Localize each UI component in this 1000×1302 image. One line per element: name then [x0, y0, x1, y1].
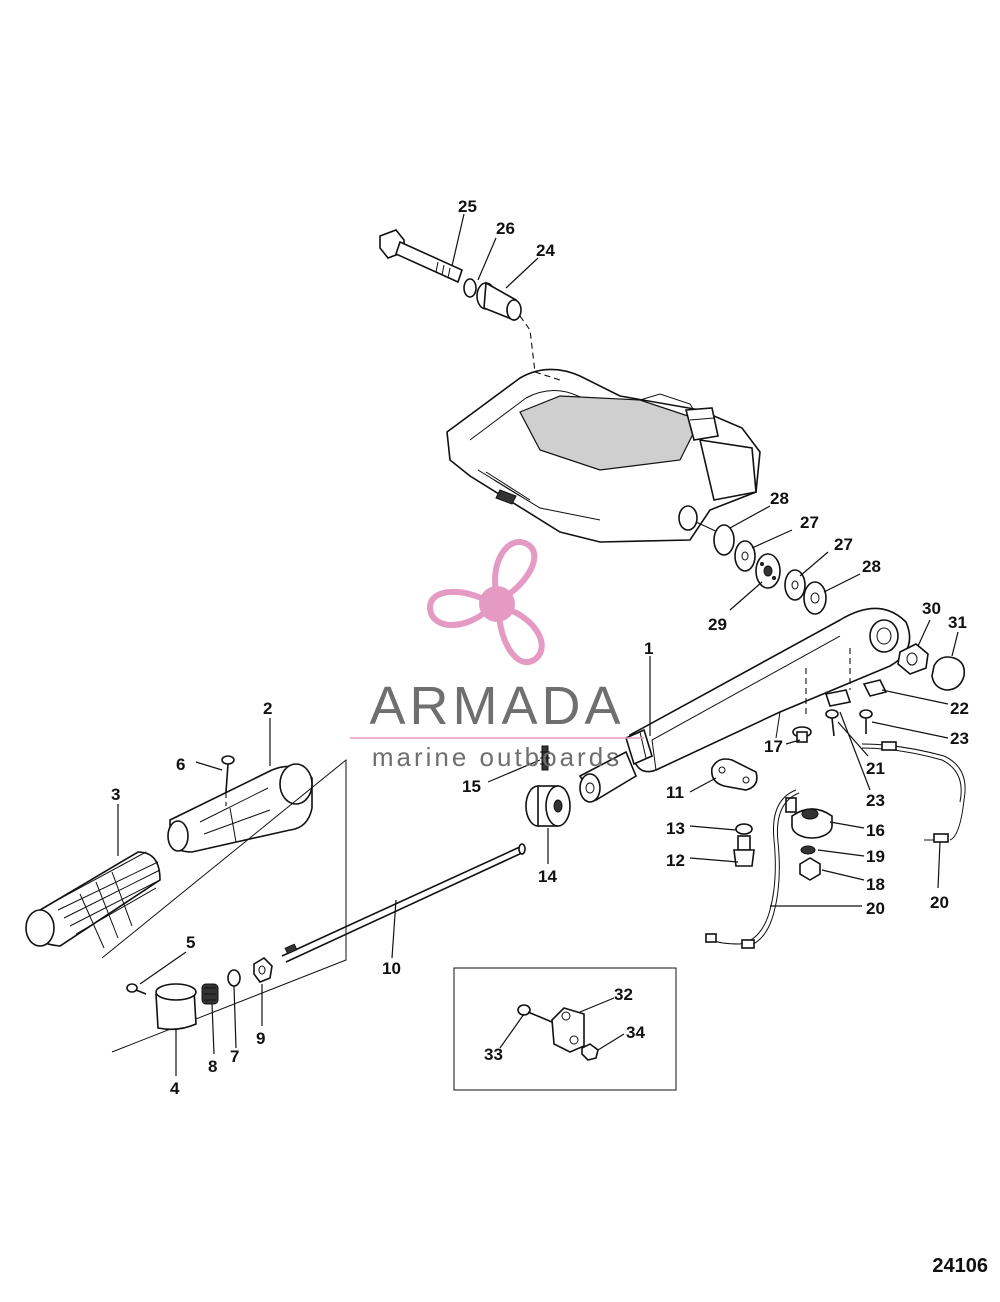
callout-29: 29	[708, 615, 727, 634]
callout-28-a: 28	[770, 489, 789, 508]
callout-11: 11	[666, 783, 684, 802]
grip-3	[25, 851, 161, 949]
washer-28-a	[713, 524, 735, 556]
watermark: ARMADA marine outboards	[350, 539, 644, 772]
callout-19: 19	[866, 847, 885, 866]
callout-14: 14	[538, 867, 557, 886]
nut-18	[799, 857, 821, 881]
watermark-tagline: marine outboards	[372, 742, 622, 772]
wire-harness-20-b	[861, 741, 966, 843]
callout-22: 22	[950, 699, 969, 718]
callout-24: 24	[536, 241, 555, 260]
washer-7	[227, 969, 241, 987]
callout-31: 31	[948, 613, 967, 632]
plug-17	[792, 726, 812, 743]
clip-22	[862, 679, 888, 697]
switch-16	[785, 797, 833, 839]
callout-32: 32	[614, 985, 633, 1004]
swivel-bracket	[446, 368, 761, 543]
propeller-logo-icon	[425, 539, 552, 667]
bolt-25	[379, 229, 463, 284]
nut-9	[253, 956, 273, 983]
spring-8	[201, 983, 219, 1005]
screw-23-a	[859, 709, 873, 734]
callout-33: 33	[484, 1045, 503, 1064]
screw-6	[221, 755, 235, 793]
callout-6: 6	[176, 755, 185, 774]
bushing-24	[476, 281, 522, 322]
bracket-11	[710, 758, 758, 791]
callout-labels: 1 2 3 4 5 6 7 8 9 10 11 12 13 14 15 16 1…	[111, 197, 969, 1098]
callout-26: 26	[496, 219, 515, 238]
callout-5: 5	[186, 933, 195, 952]
nut-34	[581, 1043, 599, 1061]
callout-23-a: 23	[950, 729, 969, 748]
callout-8: 8	[208, 1057, 217, 1076]
wire-harness-20-a	[705, 789, 800, 949]
callout-17: 17	[764, 737, 783, 756]
gear-14	[525, 785, 571, 827]
callout-1: 1	[644, 639, 653, 658]
nut-30	[897, 643, 929, 675]
callout-23-b: 23	[866, 791, 885, 810]
callout-15: 15	[462, 777, 481, 796]
washer-29	[755, 553, 781, 589]
throttle-cam	[578, 750, 638, 803]
callout-30: 30	[922, 599, 941, 618]
leader-lines	[117, 213, 959, 1076]
callout-20-b: 20	[930, 893, 949, 912]
bolt-33	[517, 1004, 553, 1023]
ring-4	[155, 983, 197, 1031]
callout-34: 34	[626, 1023, 645, 1042]
callout-12: 12	[666, 851, 685, 870]
callout-16: 16	[866, 821, 885, 840]
shaft-10	[281, 843, 526, 963]
sleeve-2	[167, 763, 313, 853]
callout-9: 9	[256, 1029, 265, 1048]
callout-7: 7	[230, 1047, 239, 1066]
callout-25: 25	[458, 197, 477, 216]
callout-4: 4	[170, 1079, 180, 1098]
callout-27-b: 27	[834, 535, 853, 554]
callout-21: 21	[866, 759, 885, 778]
callout-28-b: 28	[862, 557, 881, 576]
bracket-clip	[824, 689, 852, 707]
callout-2: 2	[263, 699, 272, 718]
washer-19	[800, 845, 816, 855]
washer-26	[463, 278, 477, 298]
watermark-brand: ARMADA	[369, 676, 624, 736]
washer-13	[735, 823, 753, 835]
cap-31	[931, 656, 966, 691]
screw-21	[825, 709, 839, 737]
washer-27-b	[784, 569, 806, 601]
screw-5	[126, 983, 147, 995]
callout-10: 10	[382, 959, 401, 978]
washer-27-a	[734, 540, 756, 572]
bolt-12	[733, 835, 755, 867]
callout-18: 18	[866, 875, 885, 894]
washer-28-b	[803, 581, 827, 615]
callout-20-a: 20	[866, 899, 885, 918]
bracket-32	[551, 1007, 585, 1053]
callout-27-a: 27	[800, 513, 819, 532]
pin-15	[540, 745, 550, 771]
figure-number: 24106	[932, 1255, 988, 1277]
callout-13: 13	[666, 819, 685, 838]
callout-3: 3	[111, 785, 120, 804]
inset-box	[453, 967, 677, 1091]
